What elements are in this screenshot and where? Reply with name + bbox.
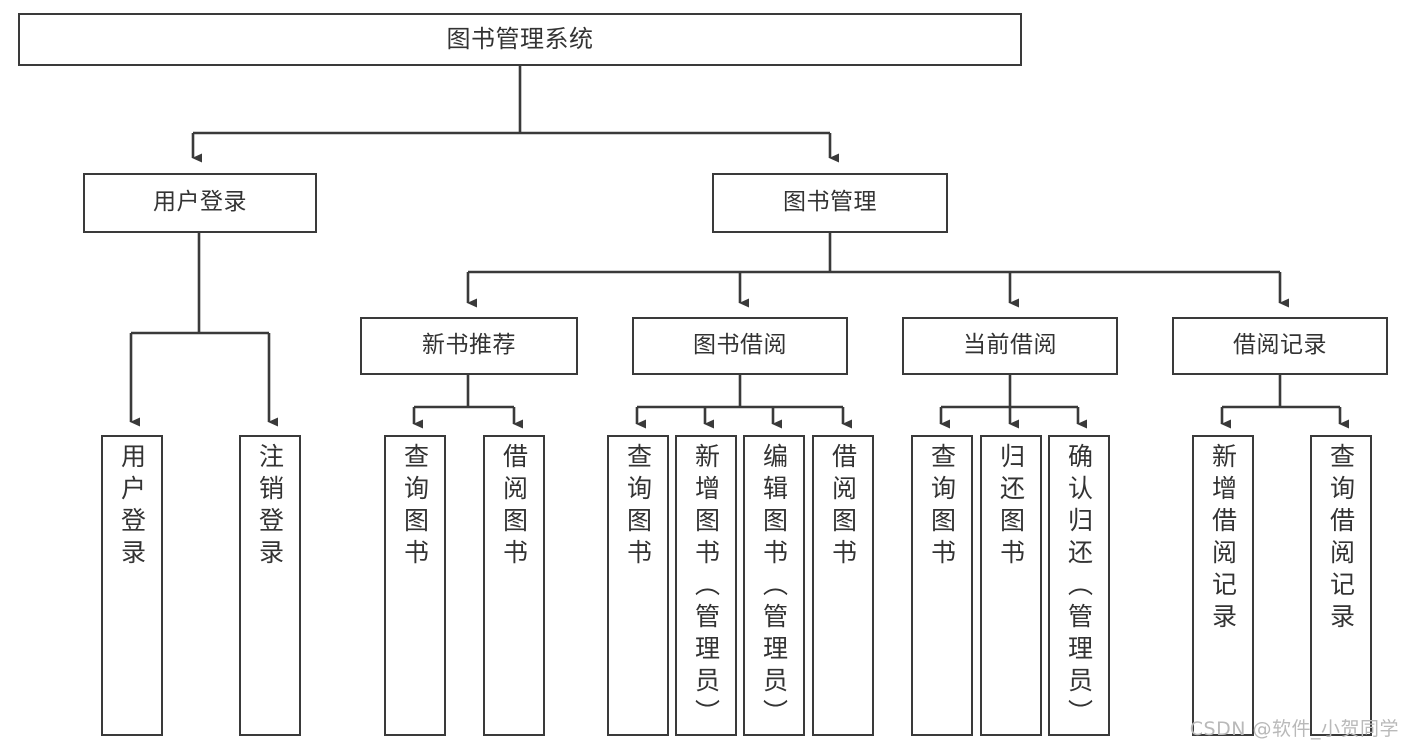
node-user-login[interactable]: 用户登录: [83, 173, 317, 233]
leaf-user-login-login[interactable]: 用户登录: [101, 435, 163, 736]
leaf-borrow-borrow-book[interactable]: 借阅图书: [812, 435, 874, 736]
node-label: 确认归还（管理员）: [1064, 443, 1094, 731]
leaf-borrow-edit-book-admin[interactable]: 编辑图书（管理员）: [743, 435, 805, 736]
leaf-recommend-borrow-book[interactable]: 借阅图书: [483, 435, 545, 736]
node-label: 新增图书（管理员）: [691, 443, 721, 731]
node-label: 归还图书: [996, 443, 1026, 571]
leaf-current-return-book[interactable]: 归还图书: [980, 435, 1042, 736]
node-current-borrow[interactable]: 当前借阅: [902, 317, 1118, 375]
node-label: 借阅记录: [1233, 332, 1327, 359]
node-label: 注销登录: [255, 443, 285, 571]
leaf-current-confirm-return-admin[interactable]: 确认归还（管理员）: [1048, 435, 1110, 736]
node-borrow-record[interactable]: 借阅记录: [1172, 317, 1388, 375]
node-new-book-recommend[interactable]: 新书推荐: [360, 317, 578, 375]
node-label: 编辑图书（管理员）: [759, 443, 789, 731]
leaf-user-login-logout[interactable]: 注销登录: [239, 435, 301, 736]
node-label: 新书推荐: [422, 332, 516, 359]
leaf-record-query-record[interactable]: 查询借阅记录: [1310, 435, 1372, 736]
node-label: 用户登录: [153, 189, 247, 216]
leaf-borrow-query-book[interactable]: 查询图书: [607, 435, 669, 736]
node-label: 查询图书: [623, 443, 653, 571]
node-label: 当前借阅: [963, 332, 1057, 359]
node-label: 查询图书: [400, 443, 430, 571]
leaf-current-query-book[interactable]: 查询图书: [911, 435, 973, 736]
node-book-borrow[interactable]: 图书借阅: [632, 317, 848, 375]
node-label: 查询图书: [927, 443, 957, 571]
node-root-system[interactable]: 图书管理系统: [18, 13, 1022, 66]
leaf-recommend-query-book[interactable]: 查询图书: [384, 435, 446, 736]
watermark: CSDN @软件_小贺同学: [1189, 718, 1399, 740]
node-label: 查询借阅记录: [1326, 443, 1356, 635]
node-label: 图书管理系统: [446, 25, 594, 54]
node-label: 借阅图书: [828, 443, 858, 571]
node-book-management[interactable]: 图书管理: [712, 173, 948, 233]
node-label: 图书借阅: [693, 332, 787, 359]
leaf-record-add-record[interactable]: 新增借阅记录: [1192, 435, 1254, 736]
leaf-borrow-add-book-admin[interactable]: 新增图书（管理员）: [675, 435, 737, 736]
node-label: 借阅图书: [499, 443, 529, 571]
node-label: 新增借阅记录: [1208, 443, 1238, 635]
node-label: 图书管理: [783, 189, 877, 216]
node-label: 用户登录: [117, 443, 147, 571]
